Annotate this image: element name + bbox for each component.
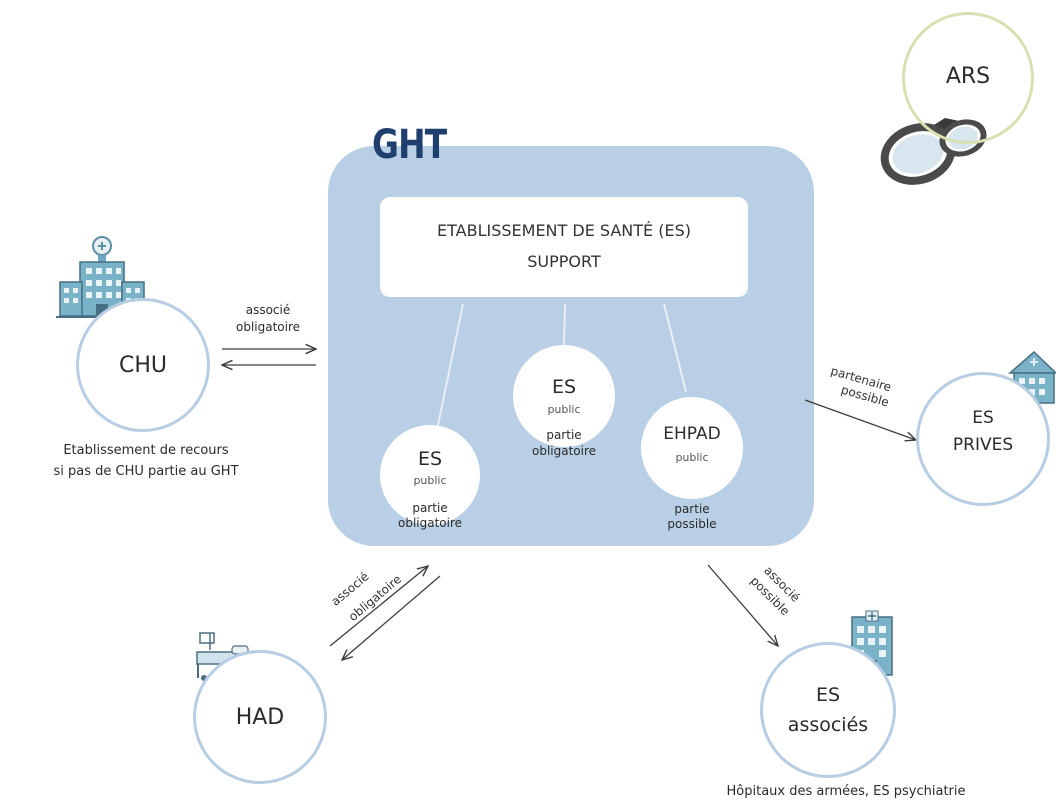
es-left-sub: public — [413, 474, 447, 487]
connector-line-es-left — [436, 303, 464, 431]
ght-title: GHT — [372, 122, 447, 168]
es-left-caption-line1: partie — [412, 501, 448, 515]
es-associes-label-line2: associés — [787, 714, 869, 736]
connector-line-es-center — [563, 303, 566, 346]
chu-caption-line1: Etablissement de recours — [63, 443, 229, 458]
ehpad-caption-line1: partie — [674, 502, 710, 516]
es-associes-circle — [760, 642, 896, 778]
arrow-ght-to-es-associes — [707, 564, 778, 646]
had-circle — [193, 650, 327, 784]
chu-link-line2: obligatoire — [235, 320, 301, 334]
es-associes-label-line1: ES — [815, 684, 841, 706]
es-prives-label-line1: ES — [972, 408, 994, 428]
ars-label: ARS — [945, 64, 991, 89]
es-center-caption-line1: partie — [546, 428, 582, 442]
ars-circle — [902, 12, 1034, 144]
es-left-caption-line2: obligatoire — [397, 516, 463, 530]
arrow-ght-to-es-prives — [804, 399, 916, 440]
chu-link-line1: associé — [245, 303, 291, 317]
ehpad-sub: public — [675, 451, 709, 464]
es-prives-circle — [916, 372, 1050, 506]
es-center-title: ES — [551, 376, 577, 398]
chu-caption-line2: si pas de CHU partie au GHT — [53, 464, 239, 479]
es-center-sub: public — [547, 403, 581, 416]
es-public-left-circle — [380, 425, 480, 525]
support-es-box — [380, 197, 748, 297]
arrow-ght-to-had — [342, 575, 441, 660]
connector-line-ehpad — [663, 303, 687, 393]
es-left-title: ES — [417, 448, 443, 470]
es-associes-caption: Hôpitaux des armées, ES psychiatrie — [726, 784, 966, 799]
chu-circle — [76, 298, 210, 432]
ehpad-public-circle — [641, 397, 743, 499]
es-center-caption-line2: obligatoire — [531, 444, 597, 458]
had-label: HAD — [235, 705, 285, 730]
support-label-line1: ETABLISSEMENT DE SANTÉ (ES) — [437, 221, 691, 240]
es-public-center-circle — [513, 345, 615, 447]
ehpad-caption-line2: possible — [667, 517, 717, 531]
arrow-had-to-ght — [329, 566, 428, 647]
support-label-line2: SUPPORT — [527, 252, 601, 271]
chu-label: CHU — [118, 353, 167, 378]
es-prives-label-line2: PRIVES — [952, 435, 1014, 455]
ehpad-title: EHPAD — [663, 424, 721, 444]
